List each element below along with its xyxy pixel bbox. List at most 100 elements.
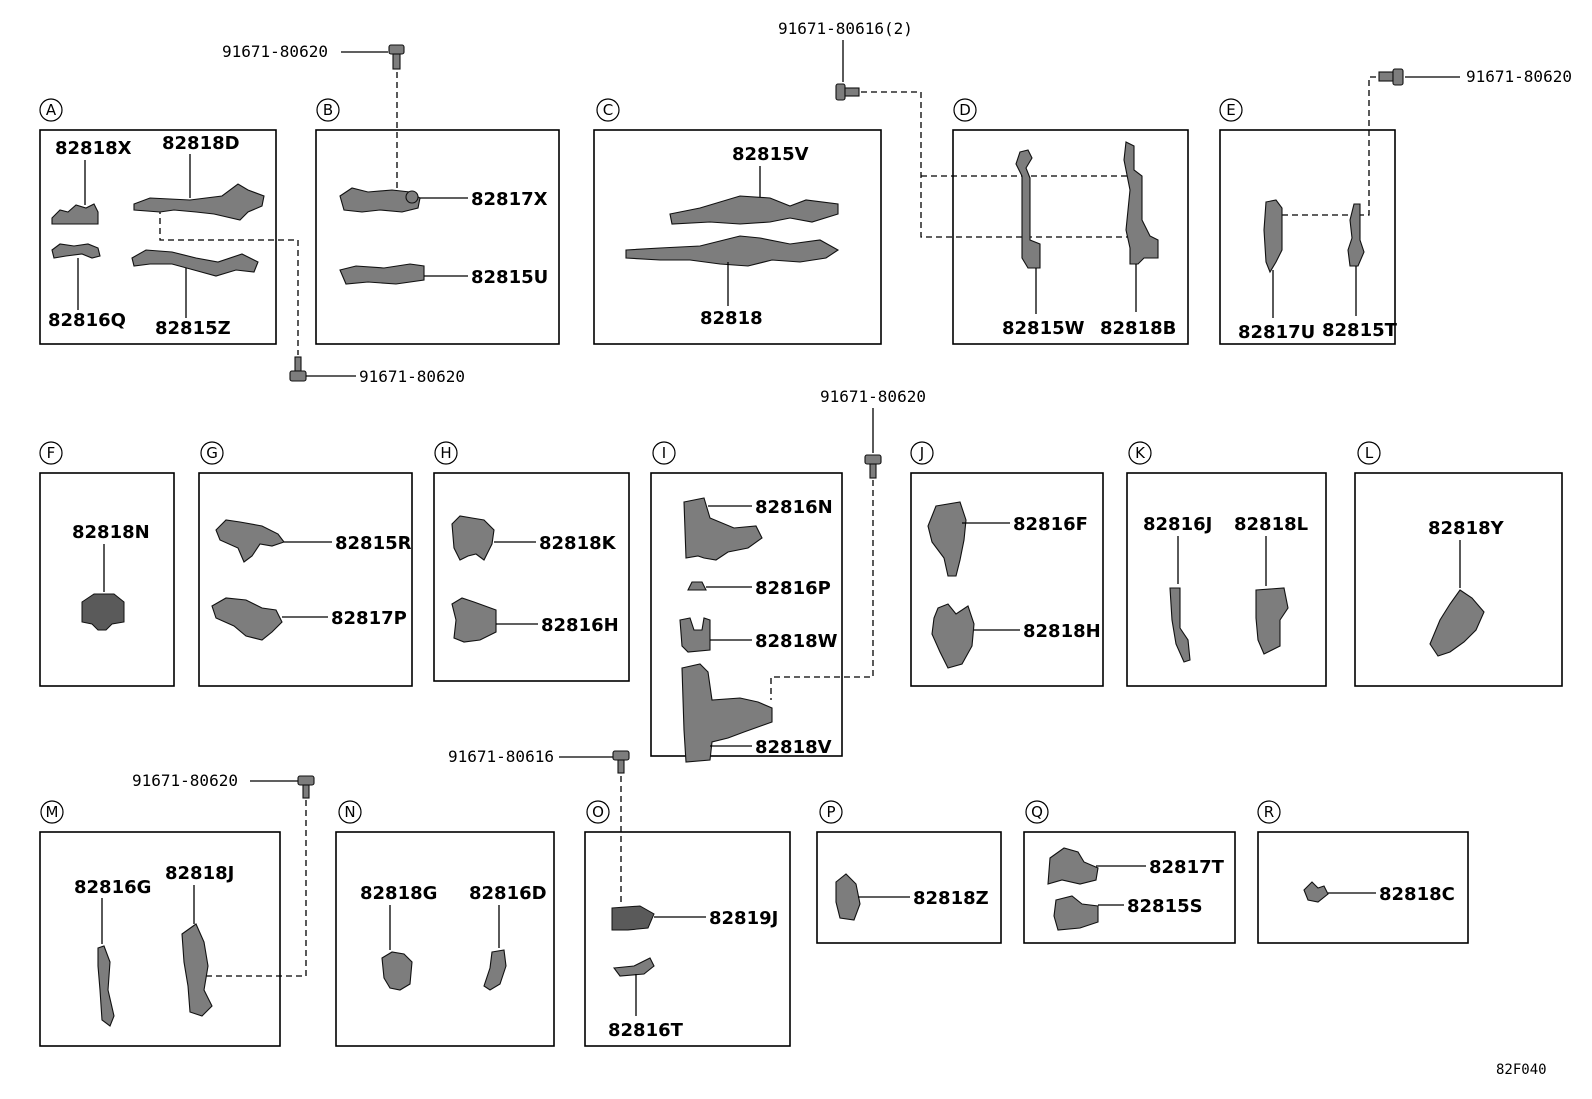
box-m bbox=[39, 831, 281, 1047]
part-82818v bbox=[681, 663, 773, 763]
section-d-letter: D bbox=[959, 101, 971, 119]
part-82817x bbox=[339, 187, 421, 213]
section-a-letter: A bbox=[46, 101, 57, 119]
section-c: 82815V 82818 bbox=[625, 144, 840, 329]
part-82818k bbox=[451, 515, 495, 561]
bolt-91671-80616-o: 91671-80616 bbox=[448, 747, 630, 905]
section-i-letter: I bbox=[662, 444, 666, 462]
box-q bbox=[1023, 831, 1236, 944]
part-82815s bbox=[1053, 895, 1099, 931]
part-82816q bbox=[51, 243, 101, 259]
part-label[interactable]: 82815V bbox=[732, 144, 809, 165]
part-82818l bbox=[1255, 587, 1289, 655]
section-g-letter: G bbox=[206, 444, 218, 462]
part-label[interactable]: 82818K bbox=[539, 533, 617, 554]
part-82817t bbox=[1047, 847, 1099, 885]
part-82818h bbox=[931, 603, 975, 669]
box-i bbox=[650, 472, 843, 757]
bolt-label-a: 91671-80620 bbox=[359, 367, 465, 386]
part-label[interactable]: 82815Z bbox=[155, 318, 231, 339]
bolt-icon bbox=[289, 356, 307, 382]
section-c-letter: C bbox=[603, 101, 613, 119]
part-label[interactable]: 82818C bbox=[1379, 884, 1455, 905]
part-label[interactable]: 82818X bbox=[55, 138, 132, 159]
part-label[interactable]: 82815W bbox=[1002, 318, 1085, 339]
part-label[interactable]: 82816N bbox=[755, 497, 833, 518]
part-label[interactable]: 82816H bbox=[541, 615, 619, 636]
section-k-marker: K bbox=[1128, 441, 1152, 465]
bolt-label-o: 91671-80616 bbox=[448, 747, 554, 766]
part-label[interactable]: 82815S bbox=[1127, 896, 1203, 917]
part-82818x bbox=[51, 203, 99, 225]
bolt-icon bbox=[297, 775, 315, 799]
part-82815z bbox=[131, 249, 259, 277]
box-p bbox=[816, 831, 1002, 944]
section-g-marker: G bbox=[200, 441, 224, 465]
section-n-letter: N bbox=[344, 803, 355, 821]
box-l bbox=[1354, 472, 1563, 687]
part-82816j bbox=[1169, 587, 1191, 663]
part-label[interactable]: 82818N bbox=[72, 522, 150, 543]
section-o-marker: O bbox=[586, 800, 610, 824]
section-n: 82818G 82816D bbox=[360, 883, 547, 991]
bolt-91671-80620-a: 91671-80620 bbox=[159, 208, 465, 386]
section-j-letter: J bbox=[919, 444, 924, 462]
section-h: 82818K 82816H bbox=[451, 515, 619, 643]
part-82815v bbox=[669, 195, 839, 225]
section-k: 82816J 82818L bbox=[1143, 514, 1308, 663]
part-label[interactable]: 82815U bbox=[471, 267, 548, 288]
bolt-icon bbox=[1378, 68, 1404, 86]
box-r bbox=[1257, 831, 1469, 944]
part-label[interactable]: 82816J bbox=[1143, 514, 1212, 535]
part-label[interactable]: 82816Q bbox=[48, 310, 126, 331]
section-f: 82818N bbox=[72, 522, 150, 631]
section-l-marker: L bbox=[1357, 441, 1381, 465]
part-82816p bbox=[687, 581, 707, 591]
box-k bbox=[1126, 472, 1327, 687]
part-label[interactable]: 82817P bbox=[331, 608, 407, 629]
part-label[interactable]: 82819J bbox=[709, 908, 778, 929]
section-a-marker: A bbox=[39, 98, 63, 122]
part-label[interactable]: 82817U bbox=[1238, 322, 1315, 343]
bolt-label-e: 91671-80620 bbox=[1466, 67, 1572, 86]
box-d bbox=[952, 129, 1189, 345]
section-e: 82817U 82815T bbox=[1238, 199, 1398, 343]
section-f-letter: F bbox=[47, 444, 56, 462]
part-label[interactable]: 82818Z bbox=[913, 888, 989, 909]
part-label[interactable]: 82818 bbox=[700, 308, 763, 329]
part-label[interactable]: 82816F bbox=[1013, 514, 1088, 535]
part-label[interactable]: 82818G bbox=[360, 883, 437, 904]
part-label[interactable]: 82818L bbox=[1234, 514, 1308, 535]
part-label[interactable]: 82818V bbox=[755, 737, 832, 758]
part-label[interactable]: 82816G bbox=[74, 877, 151, 898]
section-r-letter: R bbox=[1264, 803, 1274, 821]
part-label[interactable]: 82816T bbox=[608, 1020, 684, 1041]
part-label[interactable]: 82816P bbox=[755, 578, 831, 599]
section-b-marker: B bbox=[316, 98, 340, 122]
bolt-icon bbox=[835, 83, 860, 101]
section-i-marker: I bbox=[652, 441, 676, 465]
section-i: 82816N 82816P 82818W 82818V bbox=[679, 497, 838, 763]
part-label[interactable]: 82817T bbox=[1149, 857, 1225, 878]
section-l-letter: L bbox=[1365, 444, 1374, 462]
part-label[interactable]: 82816D bbox=[469, 883, 547, 904]
part-label[interactable]: 82818Y bbox=[1428, 518, 1505, 539]
section-j-marker: J bbox=[910, 441, 934, 465]
section-o-letter: O bbox=[592, 803, 604, 821]
part-82816h bbox=[451, 597, 497, 643]
box-g bbox=[198, 472, 413, 687]
bolt-label-m: 91671-80620 bbox=[132, 771, 238, 790]
part-label[interactable]: 82818W bbox=[755, 631, 838, 652]
section-q: 82817T 82815S bbox=[1047, 847, 1225, 931]
part-label[interactable]: 82817X bbox=[471, 189, 548, 210]
part-label[interactable]: 82818B bbox=[1100, 318, 1176, 339]
bolt-91671-80620-e: 91671-80620 bbox=[1282, 67, 1572, 216]
part-label[interactable]: 82815T bbox=[1322, 320, 1398, 341]
part-label[interactable]: 82818D bbox=[162, 133, 240, 154]
part-label[interactable]: 82818J bbox=[165, 863, 234, 884]
part-label[interactable]: 82818H bbox=[1023, 621, 1101, 642]
box-c bbox=[593, 129, 882, 345]
part-label[interactable]: 82815R bbox=[335, 533, 412, 554]
